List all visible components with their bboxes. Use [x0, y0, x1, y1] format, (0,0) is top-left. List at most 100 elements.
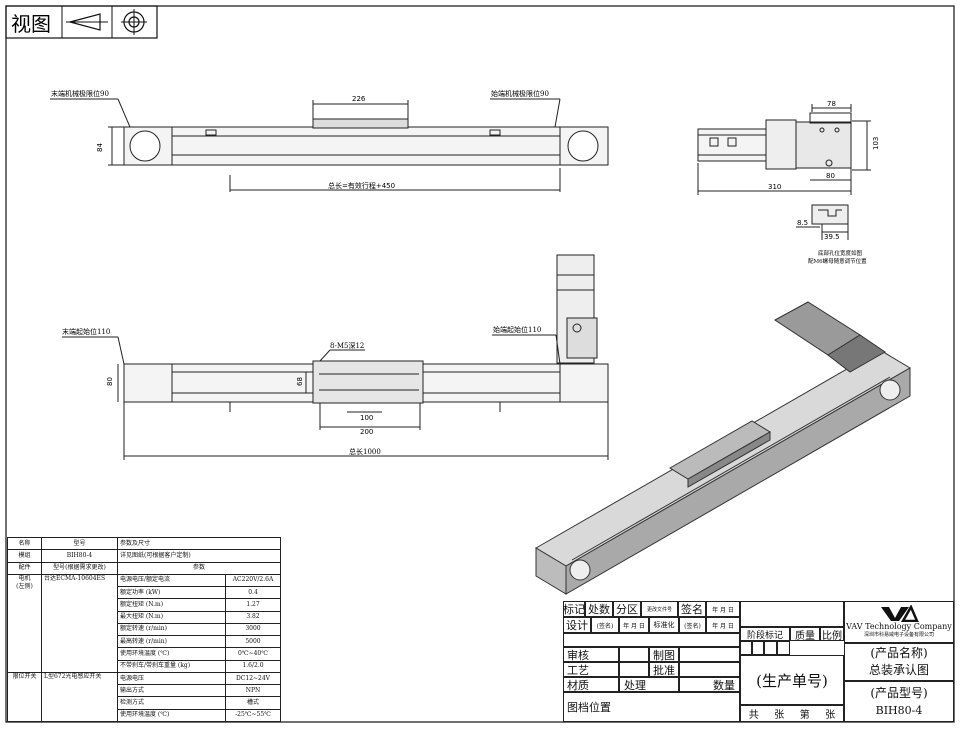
tb-cell-blank	[740, 641, 752, 655]
tb-cell-blank	[619, 647, 649, 662]
table-cell: 最大扭矩 (N.m)	[117, 610, 226, 624]
table-row: 使用环境温度 (℃)0℃~40℃	[8, 647, 282, 661]
front-hole-note-label: 8-M5深12	[330, 341, 364, 350]
side-width-top-label: 78	[827, 100, 836, 108]
tb-order-no: (生产单号)	[740, 655, 844, 705]
table-cell: L型672光电感应开关	[41, 671, 118, 723]
tb-zone: 分区	[613, 601, 641, 617]
motor-name: 电机	[18, 574, 31, 582]
side-view	[697, 104, 871, 240]
slot-note-line2: 配M6螺母随意调节位置	[808, 257, 867, 265]
tb-product-name-cell: (产品名称) 总装承认图	[844, 643, 954, 681]
tb-cell-blank	[764, 641, 777, 655]
isometric-view	[535, 301, 911, 595]
slot-note-line1: 底部孔位宽度如图	[818, 249, 863, 257]
front-left-start-label: 末端起始位110	[62, 327, 110, 336]
tb-cell-blank	[740, 601, 844, 627]
tb-design: 设计	[563, 617, 591, 633]
tb-sheet-info: 共 张 第 张	[740, 705, 844, 722]
tb-count: 处数	[585, 601, 613, 617]
table-cell: 使用环境温度 (℃)	[117, 708, 226, 723]
projection-symbol-icon	[66, 9, 147, 35]
table-cell: 限位开关	[7, 671, 42, 723]
view-label: 视图	[11, 12, 51, 36]
table-cell: 参数及尺寸	[116, 536, 282, 551]
table-cell: 模组	[7, 549, 42, 563]
table-cell: 1.6/2.0	[224, 659, 282, 673]
side-bottom-width-label: 80	[826, 172, 835, 180]
tb-sign-paren2: (签名)	[679, 617, 706, 633]
top-slider-width-label: 226	[352, 95, 366, 103]
tb-review: 审核	[563, 647, 619, 662]
title-block: 标记 处数 分区 更改文件号 签名 年 月 日 设计 (签名) 年 月 日 标准…	[563, 601, 954, 722]
tb-ymd2: 年 月 日	[619, 617, 649, 633]
table-cell: 额定扭矩 (N.m)	[117, 598, 226, 612]
front-right-start-label: 始端起始位110	[493, 325, 541, 334]
table-row: 名称 型号 参数及尺寸	[7, 536, 282, 551]
top-height-label: 84	[96, 143, 104, 152]
table-row: 额定功率 (kW)0.4	[8, 586, 282, 600]
front-view	[62, 254, 609, 460]
top-view	[50, 98, 609, 192]
table-cell: 1.27	[224, 598, 282, 612]
slot-dim-a-label: 8.5	[797, 219, 808, 227]
tb-product-model-cell: (产品型号) BIH80-4	[844, 681, 954, 722]
table-row: 检测方式槽式	[8, 696, 282, 710]
projection-view-box: 视图	[5, 5, 158, 39]
tb-company-en: VAV Technology Company	[846, 622, 952, 631]
tb-standardize: 标准化	[649, 617, 679, 633]
table-cell: BIH80-4	[41, 549, 118, 563]
tb-sheet-unit2: 张	[825, 710, 836, 721]
tb-sign-paren: (签名)	[591, 617, 619, 633]
tb-quantity: 数量	[679, 677, 740, 692]
table-cell: 最高转速 (r/min)	[117, 635, 226, 649]
table-cell: 不带刹车/带刹车重量 (kg)	[117, 659, 226, 673]
tb-approve: 批准	[649, 662, 679, 677]
tb-cell-blank	[619, 662, 649, 677]
tb-cell-blank	[679, 647, 740, 662]
front-dim-200-label: 200	[360, 428, 373, 436]
table-cell: 台达ECMA-10604ES	[41, 573, 118, 673]
table-cell: 0℃~40℃	[224, 647, 282, 661]
table-cell: NPN	[224, 684, 282, 698]
table-row: 不带刹车/带刹车重量 (kg)1.6/2.0	[8, 659, 282, 673]
table-cell: 5000	[224, 635, 282, 649]
tb-change-doc: 更改文件号	[641, 601, 678, 617]
tb-blank-row	[563, 633, 740, 647]
tb-product-model: BIH80-4	[875, 703, 923, 717]
tb-product-model-label: (产品型号)	[870, 685, 928, 700]
tb-product-name: 总装承认图	[868, 663, 929, 677]
table-cell: 额定转速 (r/min)	[117, 622, 226, 637]
table-cell: 3000	[224, 622, 282, 637]
table-cell: 电源电压/额定电流	[117, 573, 226, 588]
tb-product-name-label: (产品名称)	[870, 646, 928, 660]
tb-process: 工艺	[563, 662, 619, 677]
top-total-length-label: 总长=有效行程+450	[328, 181, 395, 190]
top-left-limit-label: 末端机械极限位90	[51, 89, 109, 98]
top-right-limit-label: 始端机械极限位90	[491, 89, 549, 98]
motor-side: (左侧)	[16, 582, 33, 590]
table-cell: 3.82	[224, 610, 282, 624]
tb-handle: 处理	[619, 677, 679, 692]
tb-stage-mark: 阶段标记	[740, 627, 790, 641]
table-cell: 参数	[116, 561, 282, 575]
table-cell: 电机 (左侧)	[7, 573, 42, 673]
tb-mark: 标记	[563, 601, 585, 617]
table-cell: AC220V/2.6A	[224, 573, 282, 588]
table-row: 模组 BIH80-4 详见图纸(可根据客户定制)	[7, 549, 282, 563]
table-cell: 名称	[7, 536, 42, 551]
tb-material: 材质	[563, 677, 619, 692]
slot-dim-b-label: 39.5	[824, 233, 840, 241]
vav-logo-icon	[881, 605, 919, 622]
table-cell: 0.4	[224, 586, 282, 600]
front-dim-100-label: 100	[360, 414, 373, 422]
table-cell: 详见图纸(可根据客户定制)	[116, 549, 282, 563]
spec-table: 名称 型号 参数及尺寸 模组 BIH80-4 详见图纸(可根据客户定制) 配件 …	[7, 536, 282, 723]
table-cell: 配件	[7, 561, 42, 575]
table-cell: 检测方式	[117, 696, 226, 710]
table-cell: 型号	[41, 536, 118, 551]
table-cell: 使用环境温度 (℃)	[117, 647, 226, 661]
side-length-label: 310	[768, 183, 781, 191]
table-cell: DC12~24V	[224, 671, 282, 686]
